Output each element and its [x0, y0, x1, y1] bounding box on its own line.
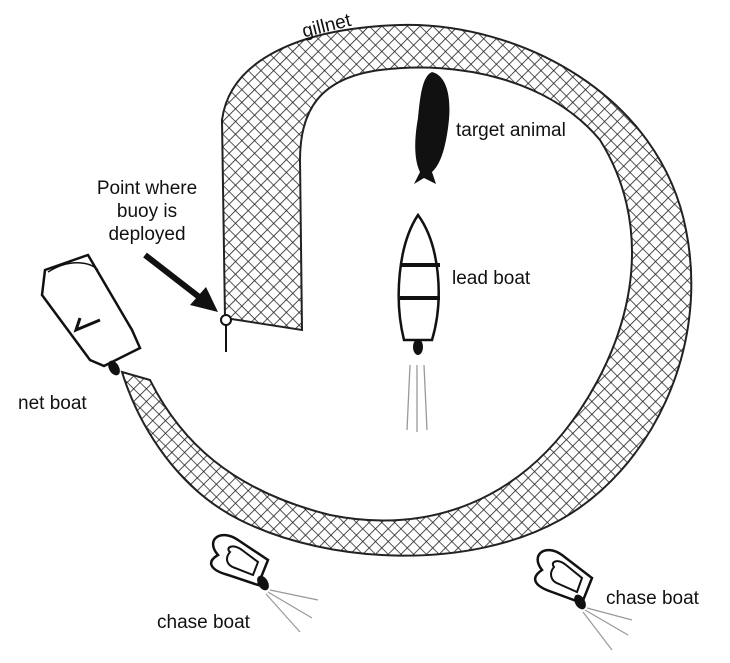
buoy-marker: [221, 315, 231, 352]
lead-boat-label: lead boat: [452, 268, 530, 291]
lead-boat-icon: [399, 215, 440, 432]
buoy-point-label: Point where buoy is deployed: [72, 178, 222, 246]
chase-boat-right-label: chase boat: [606, 588, 699, 611]
net-boat-label: net boat: [18, 393, 87, 416]
target-animal-label: target animal: [456, 120, 566, 143]
buoy-label-line-3: deployed: [72, 224, 222, 247]
buoy-label-line-2: buoy is: [72, 201, 222, 224]
net-boat-icon: [42, 255, 140, 377]
buoy-arrow: [145, 255, 218, 312]
target-animal-icon: [414, 72, 449, 184]
buoy-label-line-1: Point where: [72, 178, 222, 201]
chase-boat-left-label: chase boat: [157, 612, 250, 635]
